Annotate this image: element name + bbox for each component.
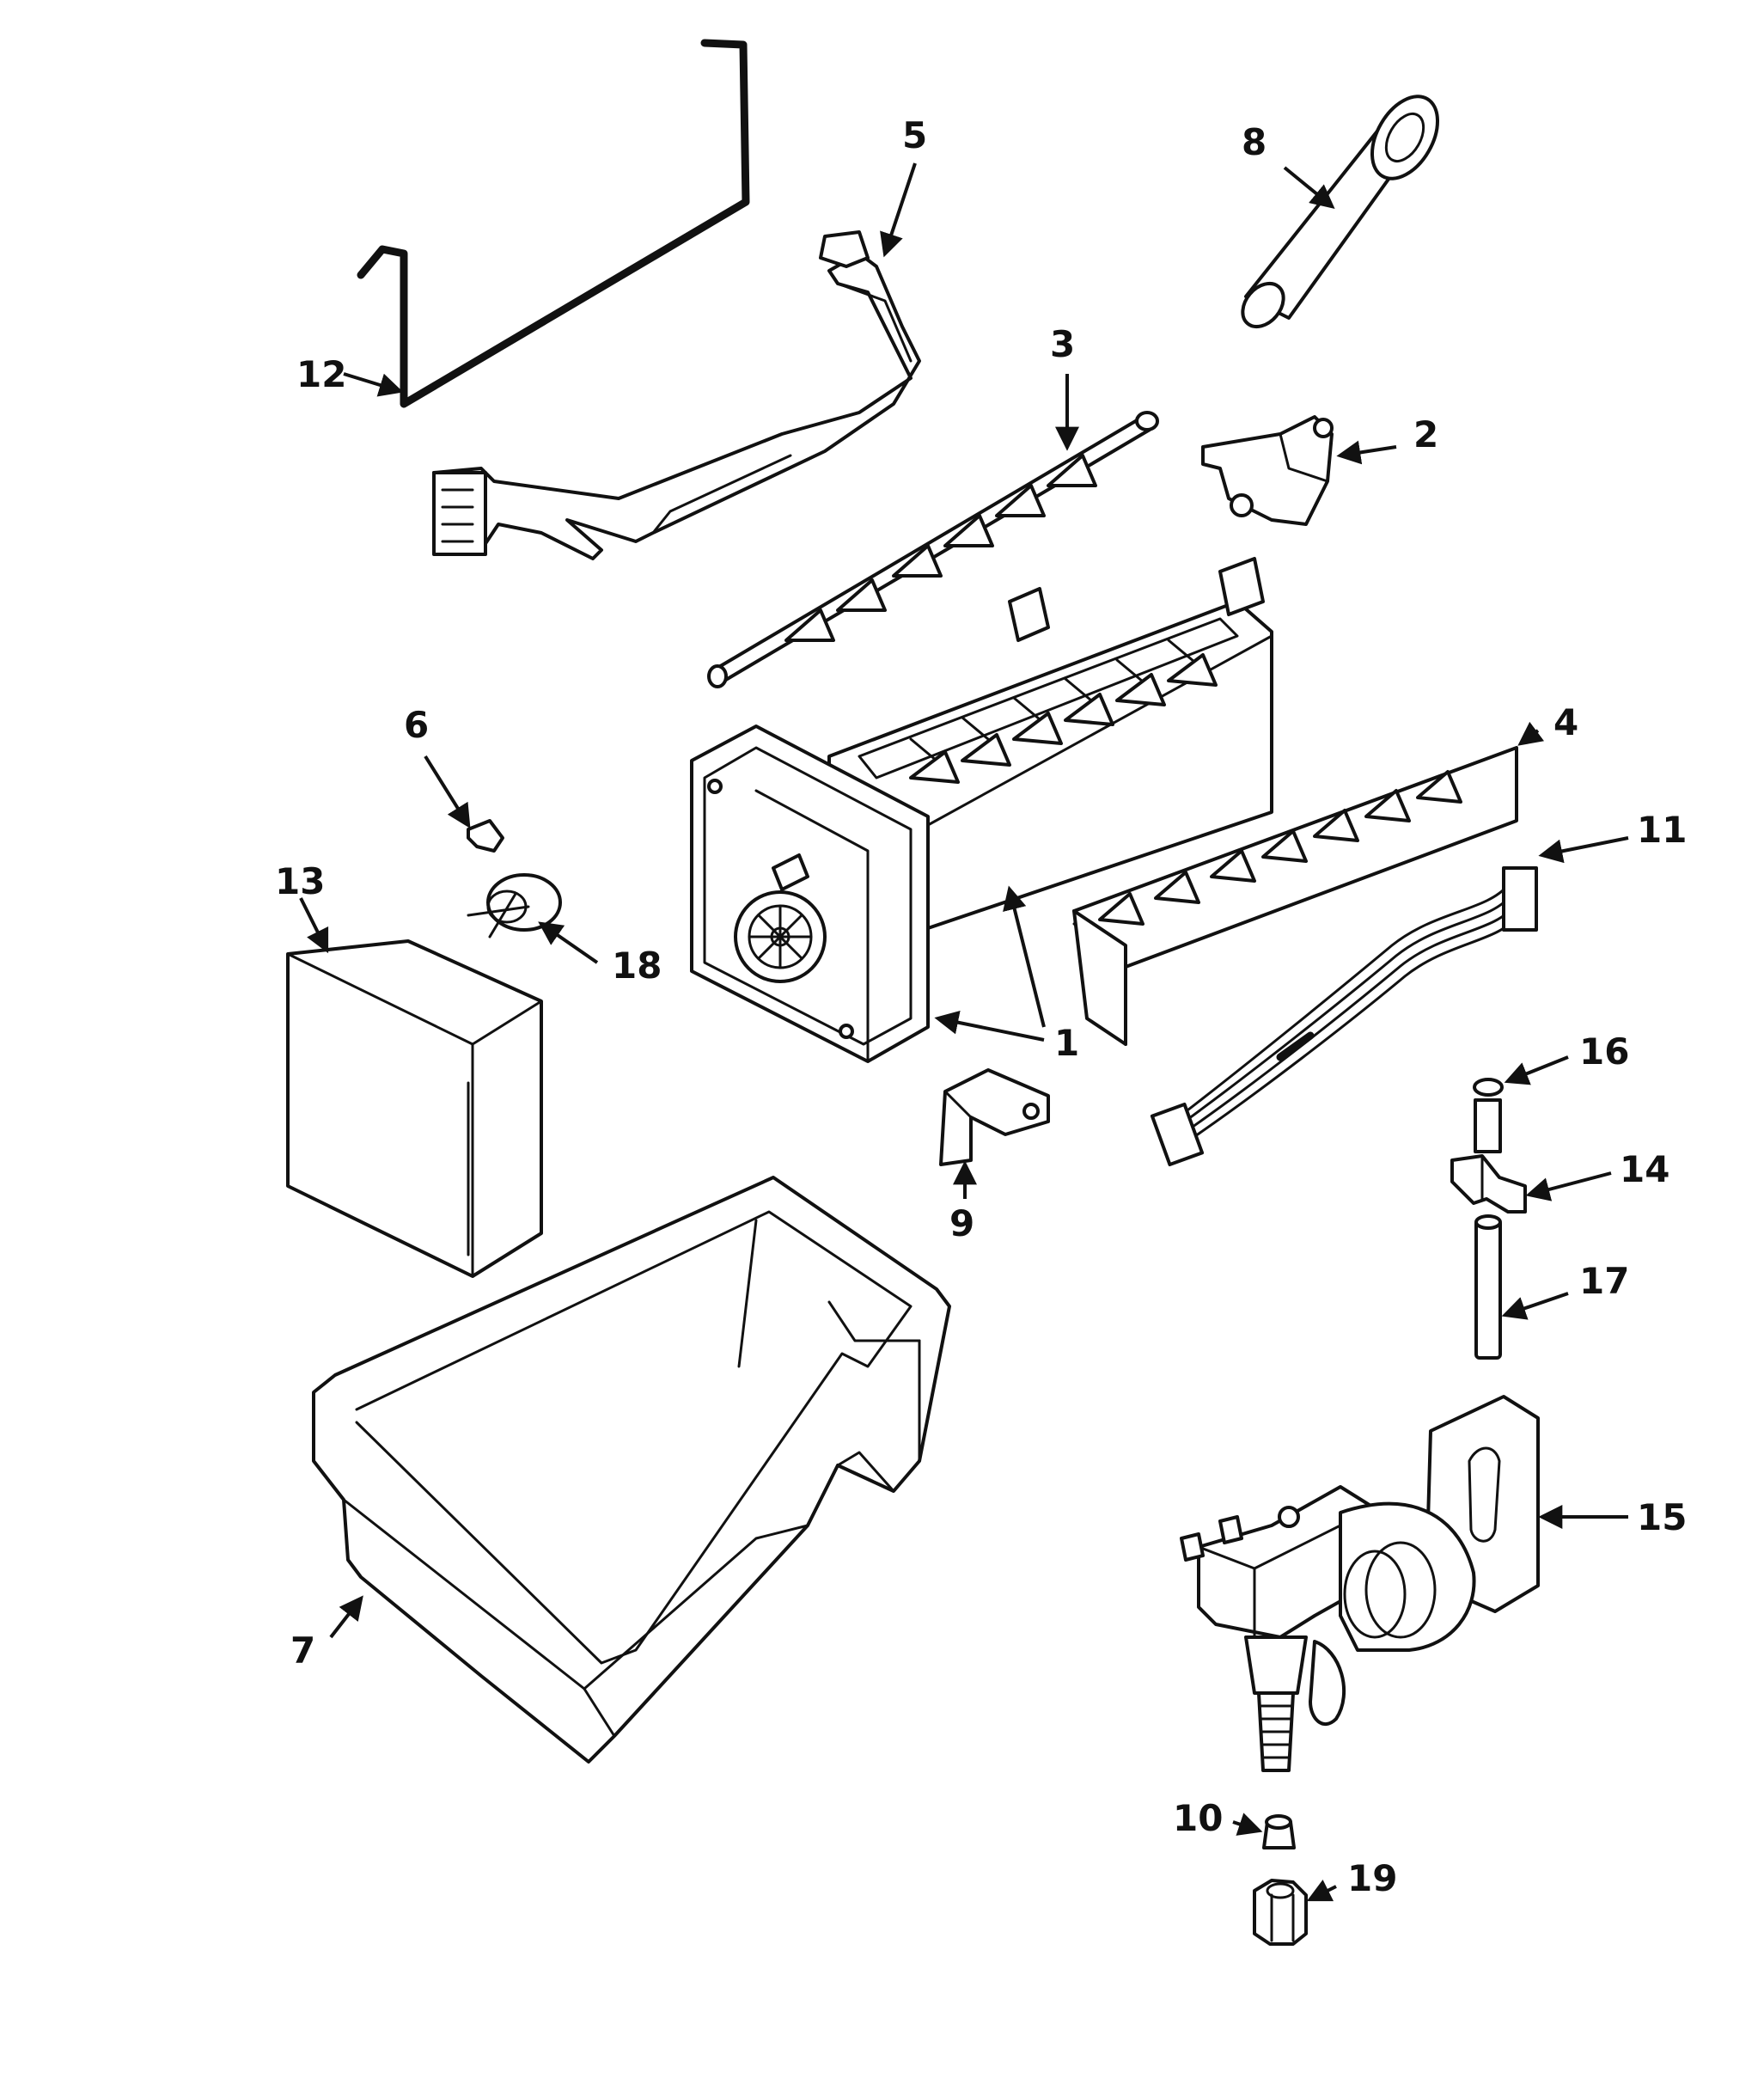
arrow-18 — [538, 921, 599, 964]
callout-18: 18 — [612, 945, 662, 987]
ice-maker-assembly — [690, 557, 1273, 1063]
callout-3: 3 — [1050, 323, 1075, 365]
arrow-1a — [1003, 885, 1046, 1028]
clip — [467, 819, 504, 853]
fill-tube — [1241, 95, 1439, 329]
arrow-19 — [1306, 1880, 1337, 1902]
compression-nut — [1253, 1879, 1308, 1946]
arrow-14 — [1525, 1171, 1612, 1201]
shutoff-arm-bracket — [432, 230, 921, 560]
callout-17: 17 — [1579, 1260, 1629, 1302]
callout-9: 9 — [949, 1202, 974, 1244]
callout-12: 12 — [296, 353, 346, 395]
callout-labels: 1 2 3 4 5 6 7 8 9 10 11 12 13 14 15 16 1… — [275, 114, 1687, 1899]
callout-4: 4 — [1553, 701, 1578, 743]
callout-10: 10 — [1173, 1797, 1223, 1839]
callout-6: 6 — [404, 704, 429, 746]
water-valve — [1180, 1395, 1540, 1772]
arrow-2 — [1336, 440, 1397, 465]
mounting-bracket — [939, 1068, 1050, 1166]
arrow-17 — [1501, 1292, 1569, 1320]
thermostat — [467, 873, 562, 938]
arrow-10 — [1232, 1813, 1263, 1836]
callout-16: 16 — [1579, 1030, 1629, 1073]
callout-1: 1 — [1054, 1022, 1079, 1064]
bearing — [1201, 415, 1334, 526]
stripper — [1072, 746, 1518, 1046]
callout-13: 13 — [275, 860, 325, 902]
ferrule — [1262, 1814, 1296, 1849]
callout-5: 5 — [902, 114, 927, 156]
callout-2: 2 — [1413, 413, 1438, 455]
callout-7: 7 — [290, 1629, 315, 1672]
ejector-blade — [707, 411, 1159, 688]
cover — [286, 939, 543, 1278]
arrow-5 — [880, 162, 917, 258]
callout-15: 15 — [1637, 1496, 1687, 1538]
leader-arrows — [299, 162, 1629, 1902]
arrow-11 — [1538, 836, 1629, 864]
arrow-4 — [1517, 721, 1545, 746]
ice-bucket — [312, 1176, 951, 1764]
arrow-8 — [1283, 166, 1335, 209]
callout-8: 8 — [1242, 121, 1267, 163]
callout-19: 19 — [1347, 1857, 1397, 1899]
arrow-6 — [424, 755, 471, 828]
water-tube — [1474, 1214, 1502, 1360]
tube-clamp — [1450, 1154, 1527, 1214]
wire-shutoff-arm — [357, 39, 750, 408]
tube-nut — [1473, 1078, 1504, 1153]
callout-14: 14 — [1620, 1148, 1669, 1190]
callout-11: 11 — [1637, 809, 1687, 851]
arrow-7 — [329, 1595, 363, 1639]
arrow-12 — [343, 372, 404, 397]
arrow-1b — [934, 1010, 1045, 1042]
arrow-13 — [299, 897, 329, 954]
arrow-16 — [1504, 1055, 1569, 1085]
wire-harness — [1150, 866, 1538, 1167]
